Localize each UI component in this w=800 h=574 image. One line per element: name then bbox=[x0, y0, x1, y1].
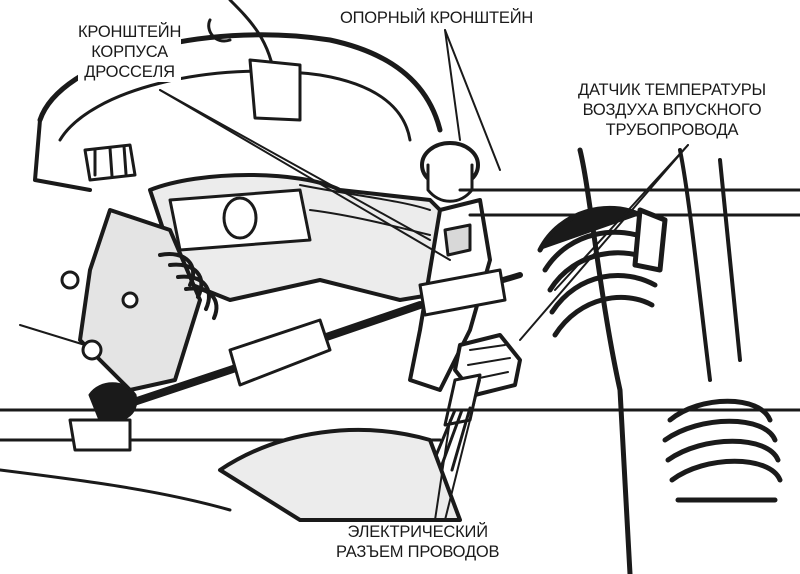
label-line: ОПОРНЫЙ КРОНШТЕЙН bbox=[340, 9, 534, 27]
leader-lines bbox=[159, 29, 689, 521]
label-line: ТРУБОПРОВОДА bbox=[605, 121, 739, 139]
left-spring bbox=[158, 252, 219, 320]
corrugated-hose-upper bbox=[537, 206, 668, 338]
label-throttle-body-bracket: КРОНШТЕЙН КОРПУСА ДРОССЕЛЯ bbox=[78, 22, 181, 82]
label-line: КРОНШТЕЙН bbox=[78, 23, 182, 41]
label-electrical-connector: ЭЛЕКТРИЧЕСКИЙ РАЗЪЕМ ПРОВОДОВ bbox=[336, 522, 500, 562]
label-support-bracket: ОПОРНЫЙ КРОНШТЕЙН bbox=[340, 8, 533, 28]
lower-hose bbox=[218, 428, 462, 522]
label-line: КОРПУСА bbox=[91, 43, 168, 61]
label-intake-air-temp-sensor: ДАТЧИК ТЕМПЕРАТУРЫ ВОЗДУХА ВПУСКНОГО ТРУ… bbox=[578, 80, 766, 140]
corrugated-hose-lower bbox=[662, 398, 783, 503]
support-nut bbox=[420, 141, 480, 203]
label-line: ВОЗДУХА ВПУСКНОГО bbox=[582, 101, 762, 119]
label-line: ДАТЧИК ТЕМПЕРАТУРЫ bbox=[578, 81, 766, 99]
label-line: РАЗЪЕМ ПРОВОДОВ bbox=[336, 543, 500, 561]
label-line: ДРОССЕЛЯ bbox=[84, 63, 175, 81]
housing-bolt bbox=[83, 143, 137, 182]
label-line: ЭЛЕКТРИЧЕСКИЙ bbox=[347, 523, 489, 541]
throttle-cable bbox=[19, 272, 523, 423]
